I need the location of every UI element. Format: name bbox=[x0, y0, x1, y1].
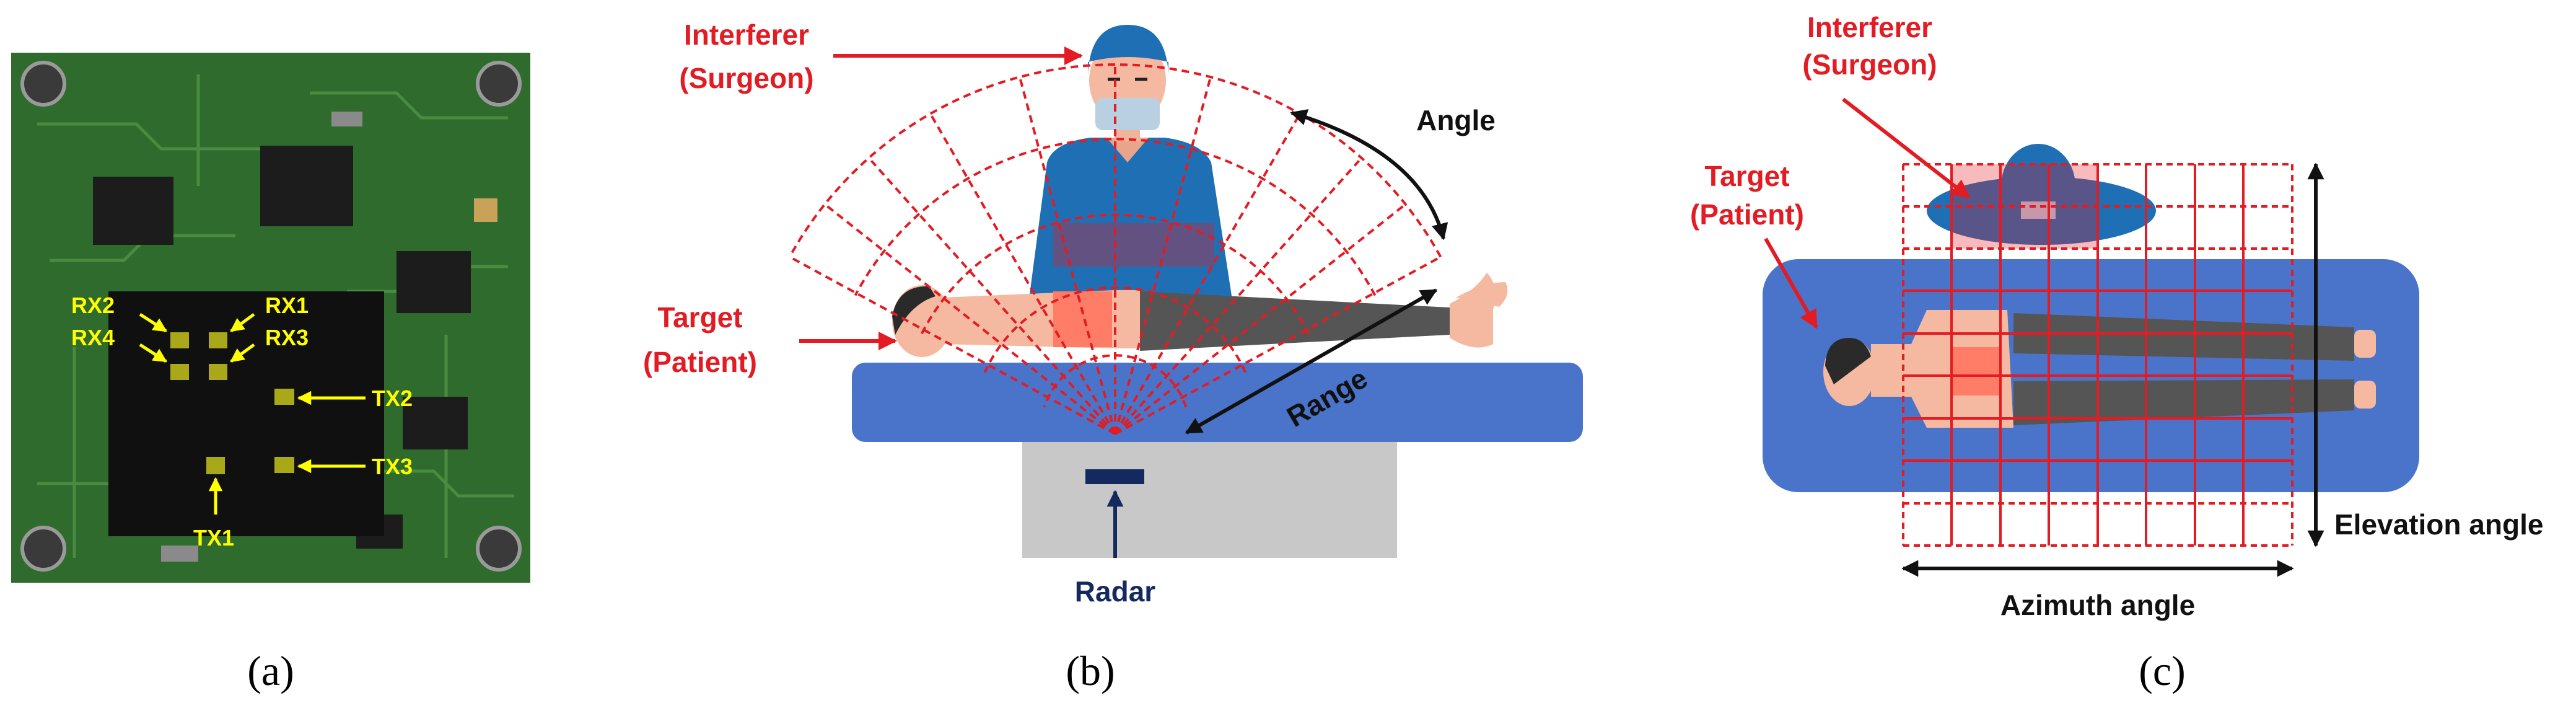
angle-arrow bbox=[1290, 109, 1448, 241]
mounting-holes bbox=[20, 61, 522, 572]
azimuth-label: Azimuth angle bbox=[2000, 589, 2195, 621]
antenna-pads bbox=[170, 332, 294, 474]
interferer-label-b: Interferer bbox=[684, 19, 809, 51]
angle-grid bbox=[1902, 163, 2293, 547]
panel-c: Interferer (Surgeon) Target (Patient) El… bbox=[1690, 11, 2543, 694]
elevation-label: Elevation angle bbox=[2334, 508, 2543, 541]
tx2-label: TX2 bbox=[372, 386, 413, 411]
caption-c: (c) bbox=[2139, 647, 2185, 694]
rx2-label: RX2 bbox=[71, 293, 115, 318]
tx1-label: TX1 bbox=[193, 525, 234, 550]
interferer-pointer-c bbox=[1842, 97, 1971, 199]
caption-b: (b) bbox=[1066, 647, 1115, 694]
radar-label: Radar bbox=[1075, 575, 1155, 608]
angle-label: Angle bbox=[1416, 104, 1496, 136]
interferer-sublabel-b: (Surgeon) bbox=[679, 62, 813, 94]
radar-pedestal bbox=[1022, 434, 1397, 558]
pcb-traces bbox=[37, 74, 514, 558]
bed bbox=[852, 363, 1583, 442]
target-sublabel-b: (Patient) bbox=[643, 346, 757, 378]
radar-chip bbox=[108, 291, 384, 536]
radar-device bbox=[1085, 469, 1144, 484]
range-arrow bbox=[1185, 288, 1438, 435]
target-label-c: Target bbox=[1704, 160, 1789, 192]
target-sublabel-c: (Patient) bbox=[1690, 198, 1804, 231]
panel-a: RX2 RX1 RX4 RX3 TX2 TX3 TX1 (a) bbox=[11, 53, 530, 694]
interferer-sublabel-c: (Surgeon) bbox=[1802, 48, 1937, 81]
caption-a: (a) bbox=[247, 647, 294, 694]
rx4-label: RX4 bbox=[71, 325, 115, 350]
rx1-label: RX1 bbox=[265, 293, 309, 318]
target-pointer-c bbox=[1764, 237, 1818, 329]
rx3-label: RX3 bbox=[265, 325, 309, 350]
target-label-b: Target bbox=[657, 301, 742, 334]
interferer-label-c: Interferer bbox=[1807, 11, 1932, 43]
radar-beam-fan bbox=[788, 62, 1442, 435]
tx3-label: TX3 bbox=[372, 454, 413, 479]
pcb-components bbox=[93, 112, 497, 562]
panel-b: Interferer (Surgeon) Target (Patient) An… bbox=[643, 19, 1583, 694]
surgeon-figure bbox=[1028, 25, 1233, 304]
antenna-labels: RX2 RX1 RX4 RX3 TX2 TX3 TX1 bbox=[71, 293, 413, 550]
interference-band bbox=[1053, 223, 1214, 267]
antenna-arrows bbox=[139, 312, 366, 515]
